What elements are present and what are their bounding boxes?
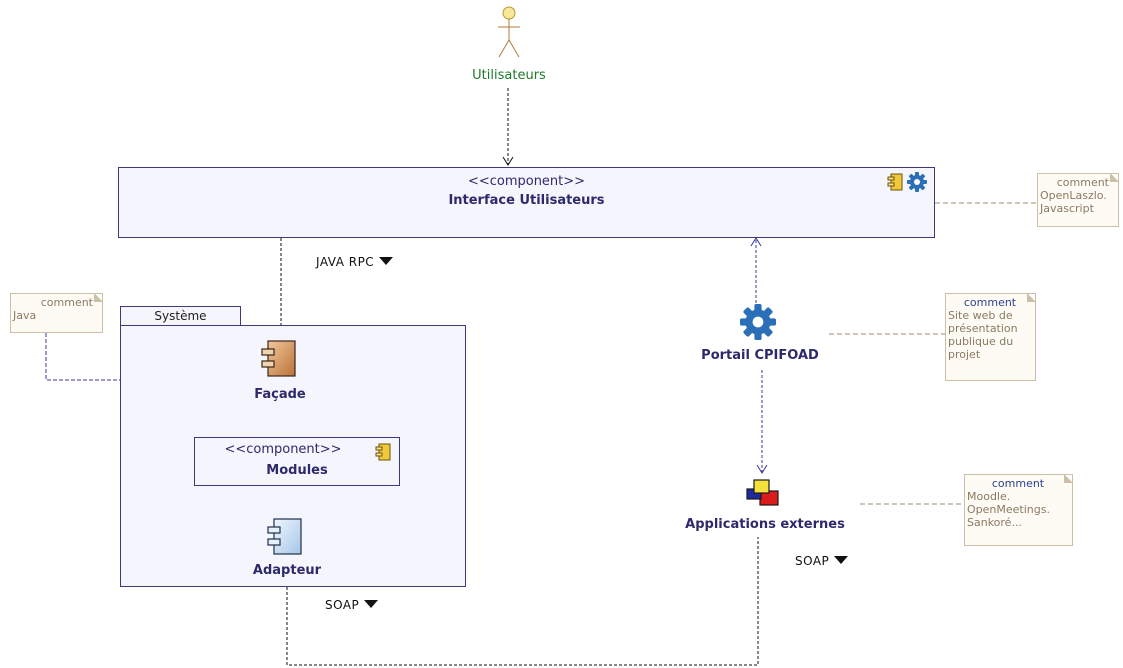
actor-utilisateurs[interactable]: Utilisateurs (470, 6, 548, 88)
note-applications-line-3: Sankoré... (967, 516, 1022, 529)
interface-utilisateurs-component[interactable]: <<component>> Interface Utilisateurs (118, 167, 935, 238)
applications-label: Applications externes (685, 517, 845, 532)
portail-label: Portail CPIFOAD (701, 348, 819, 363)
gear-icon (740, 304, 776, 340)
interface-stereotype: <<component>> (467, 174, 586, 189)
note-interface-head: comment (1056, 176, 1109, 189)
note-portail[interactable]: comment Site web de présentation publiqu… (945, 293, 1036, 381)
actor-label: Utilisateurs (472, 68, 546, 83)
note-applications[interactable]: comment Moodle. OpenMeetings. Sankoré... (964, 474, 1073, 546)
facade-component[interactable]: Façade (230, 340, 330, 408)
dropdown-triangle-icon (364, 600, 379, 608)
modules-component[interactable]: <<component>> Modules (194, 437, 400, 486)
component-icon (887, 173, 903, 191)
note-interface-line-1: OpenLaszlo. (1040, 189, 1107, 202)
dropdown-triangle-icon (379, 257, 394, 265)
adapteur-label: Adapteur (252, 563, 322, 578)
applications-externes-node[interactable]: Applications externes (660, 478, 870, 536)
note-systeme-line-1: Java (13, 309, 37, 322)
facade-label: Façade (254, 387, 306, 402)
note-fold-icon (1027, 294, 1035, 302)
note-portail-line-4: projet (948, 348, 981, 361)
java-rpc-text: JAVA RPC (316, 255, 375, 269)
facade-component-icon (261, 340, 296, 377)
note-interface[interactable]: comment OpenLaszlo. Javascript (1037, 173, 1119, 227)
portail-to-applications-dependency (756, 370, 768, 474)
adapteur-component-icon (267, 518, 302, 555)
note-applications-line-2: OpenMeetings. (967, 503, 1050, 516)
note-systeme-head: comment (40, 296, 93, 309)
note-interface-line-2: Javascript (1040, 202, 1094, 215)
package-systeme-name: Système (154, 309, 207, 323)
soap-left-label: SOAP (325, 598, 379, 612)
gear-icon (907, 172, 927, 192)
applications-icon (746, 479, 779, 506)
note-applications-line-1: Moodle. (967, 490, 1011, 503)
actor-to-interface-dependency (502, 88, 514, 166)
note-portail-head: comment (963, 296, 1017, 309)
note-link-systeme (45, 333, 121, 381)
adapteur-component[interactable]: Adapteur (237, 518, 337, 582)
note-fold-icon (94, 294, 102, 302)
note-systeme[interactable]: comment Java (10, 293, 103, 333)
note-portail-line-1: Site web de (948, 309, 1013, 322)
note-portail-line-3: publique du (948, 335, 1014, 348)
modules-stereotype: <<component>> (224, 442, 342, 457)
soap-right-text: SOAP (795, 554, 830, 568)
soap-right-label: SOAP (795, 554, 849, 568)
soap-left-text: SOAP (325, 598, 360, 612)
actor-stick-figure-icon (498, 6, 520, 58)
dropdown-triangle-icon (834, 556, 849, 564)
note-portail-line-2: présentation (948, 322, 1018, 335)
modules-title: Modules (266, 463, 328, 478)
interface-title: Interface Utilisateurs (448, 193, 605, 208)
component-icon (375, 443, 391, 461)
note-fold-icon (1110, 174, 1118, 182)
package-systeme-tab[interactable]: Système (120, 306, 241, 326)
soap-connector (286, 537, 759, 666)
portail-cpifoad-node[interactable]: Portail CPIFOAD (680, 304, 840, 366)
java-rpc-label: JAVA RPC (316, 255, 394, 269)
note-applications-head: comment (991, 477, 1045, 490)
note-fold-icon (1064, 475, 1072, 483)
portail-to-interface-dependency (750, 237, 762, 306)
